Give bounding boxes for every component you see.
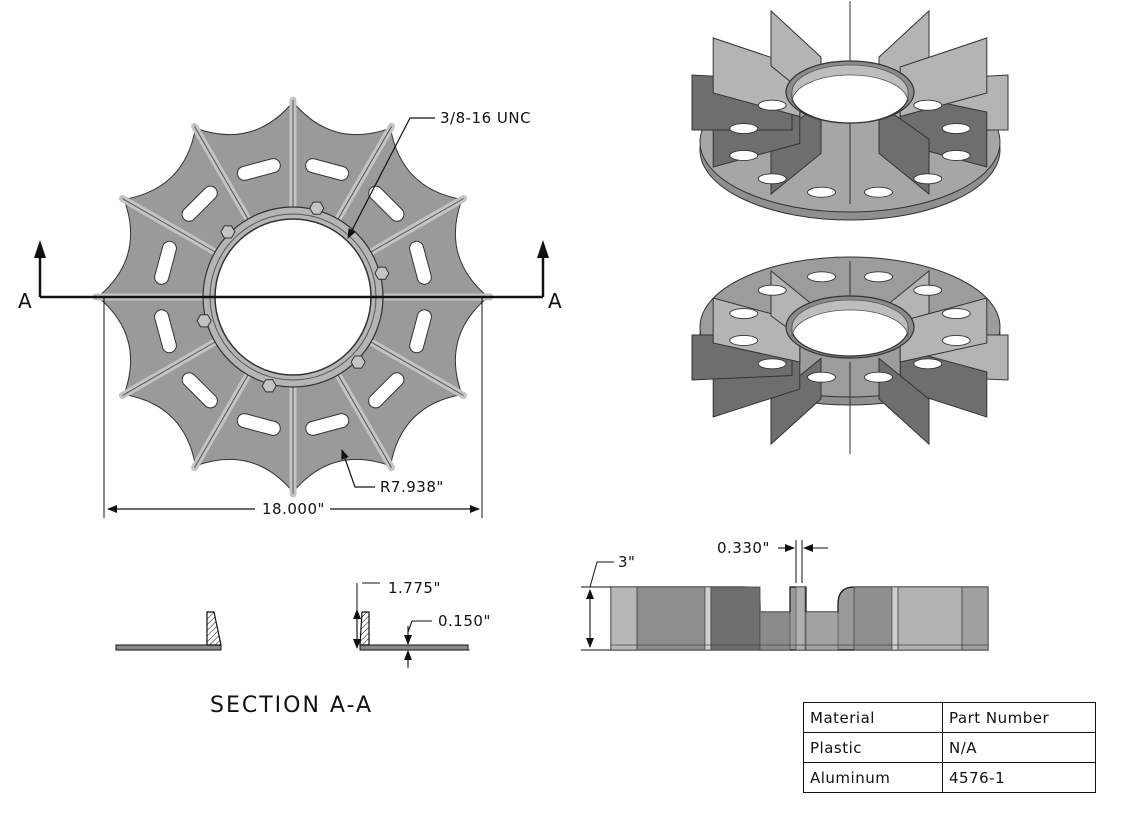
plate-slot bbox=[864, 271, 893, 283]
diameter-dimension: 18.000" bbox=[103, 297, 483, 518]
spoke-rib-edge bbox=[194, 374, 249, 468]
bolt-boss bbox=[220, 225, 236, 239]
diameter-label: 18.000" bbox=[262, 500, 325, 518]
vent-slot bbox=[305, 413, 350, 436]
table-cell-material: Aluminum bbox=[803, 762, 943, 793]
table-row: Plastic N/A bbox=[803, 732, 1096, 763]
vent-slot bbox=[236, 413, 281, 436]
vent-slot bbox=[409, 240, 432, 285]
bolt-boss bbox=[350, 355, 366, 369]
plate-slot bbox=[757, 358, 787, 370]
spoke-rib-edge bbox=[370, 341, 464, 396]
table-header-row: Material Part Number bbox=[803, 702, 1096, 733]
plate-slot bbox=[757, 173, 787, 185]
plate-slot bbox=[913, 173, 943, 185]
hub-inner-wall bbox=[791, 64, 909, 103]
vent-slot bbox=[154, 240, 177, 285]
spoke-rib-edge bbox=[122, 341, 216, 396]
radius-label: R7.938" bbox=[380, 478, 444, 496]
vent-slot bbox=[154, 309, 177, 354]
thread-callout-label: 3/8-16 UNC bbox=[440, 109, 531, 127]
side-height-label: 3" bbox=[618, 553, 635, 571]
plate-slot bbox=[729, 150, 759, 161]
table-cell-material: Plastic bbox=[803, 732, 943, 763]
vent-slot bbox=[305, 158, 350, 181]
plate-slot bbox=[941, 123, 971, 134]
height-label: 1.775" bbox=[388, 579, 441, 597]
plate-slot bbox=[913, 99, 943, 111]
isometric-view-bottom bbox=[691, 256, 1009, 454]
vent-slot bbox=[368, 185, 405, 222]
vent-slot bbox=[181, 185, 218, 222]
thread-callout: 3/8-16 UNC bbox=[347, 109, 531, 239]
table-header-material: Material bbox=[803, 702, 943, 733]
material-table: Material Part Number Plastic N/A Aluminu… bbox=[803, 702, 1096, 793]
vent-slot bbox=[409, 309, 432, 354]
slot-width-label: 0.330" bbox=[717, 539, 770, 557]
spoke-rib-edge bbox=[337, 126, 392, 220]
bolt-boss bbox=[374, 266, 390, 280]
plate-slot bbox=[864, 371, 893, 383]
table-header-part-number: Part Number bbox=[942, 702, 1096, 733]
plate-slot bbox=[729, 335, 759, 346]
plate-slot bbox=[757, 284, 787, 296]
section-mark-right: A bbox=[548, 289, 562, 313]
plate-slot bbox=[757, 99, 787, 111]
plate-slot bbox=[864, 186, 893, 198]
spoke-rib-edge bbox=[122, 198, 216, 253]
plate-slot bbox=[807, 186, 836, 198]
plate-slot bbox=[729, 123, 759, 134]
section-title: SECTION A-A bbox=[210, 693, 373, 718]
plate-slot bbox=[807, 271, 836, 283]
table-cell-part-number: 4576-1 bbox=[942, 762, 1096, 793]
plate-slot bbox=[941, 150, 971, 161]
plate-slot bbox=[941, 308, 971, 319]
spoke-rib-edge bbox=[337, 374, 392, 468]
plate-slot bbox=[913, 284, 943, 296]
section-left-profile bbox=[115, 611, 222, 651]
section-mark-left: A bbox=[18, 289, 32, 313]
blade bbox=[878, 102, 930, 196]
plate-slot bbox=[913, 358, 943, 370]
blade bbox=[878, 357, 930, 446]
hub-inner-wall bbox=[791, 299, 909, 338]
bolt-boss bbox=[309, 201, 325, 215]
table-row: Aluminum 4576-1 bbox=[803, 762, 1096, 793]
plate-slot bbox=[941, 335, 971, 346]
table-cell-part-number: N/A bbox=[942, 732, 1096, 763]
bolt-boss bbox=[196, 314, 212, 328]
bolt-boss bbox=[261, 379, 277, 393]
side-view: 3" 0.330" bbox=[581, 539, 989, 651]
vent-slot bbox=[236, 158, 281, 181]
isometric-view-top bbox=[691, 1, 1009, 221]
plate-slot bbox=[729, 308, 759, 319]
radius-dimension: R7.938" bbox=[341, 449, 444, 496]
thickness-label: 0.150" bbox=[438, 612, 491, 630]
spoke-rib-edge bbox=[194, 126, 249, 220]
section-line: A A bbox=[18, 240, 562, 313]
plate-slot bbox=[807, 371, 836, 383]
vent-slot bbox=[181, 372, 218, 409]
vent-slot bbox=[368, 372, 405, 409]
section-right-profile: 1.775" 0.150" bbox=[353, 579, 491, 668]
spoke-rib-edge bbox=[370, 198, 464, 253]
